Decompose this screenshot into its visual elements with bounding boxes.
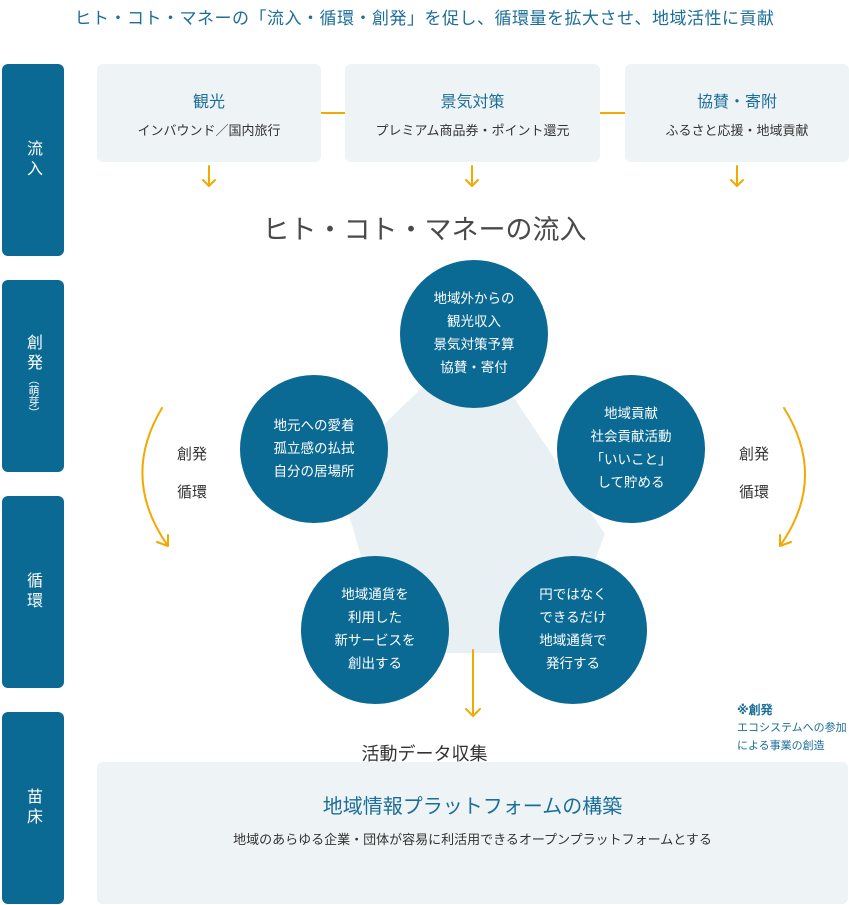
circle-text: 地域貢献 社会貢献活動 「いいこと」 して貯める (590, 406, 672, 491)
curved-arrow-right-icon (779, 407, 807, 547)
note-line-1: ※創発 (737, 703, 773, 717)
source-box-tourism: 観光 インバウンド／国内旅行 (97, 64, 321, 162)
side-tab-emergence-label: 創発（萌芽） (24, 334, 43, 418)
side-tab-circulation: 循環 (2, 496, 64, 688)
source-box-sponsorship: 協賛・寄附 ふるさと応援・地域貢献 (625, 64, 849, 162)
box-connector (600, 112, 625, 114)
source-subtitle: ふるさと応援・地域貢献 (665, 124, 809, 139)
right-cycle-label-1: 創発 (738, 445, 769, 463)
down-arrow-icon (465, 649, 481, 717)
platform-box: 地域情報プラットフォームの構築 地域のあらゆる企業・団体が容易に利活用できるオー… (97, 762, 848, 904)
source-subtitle: プレミアム商品券・ポイント還元 (375, 124, 570, 139)
side-tab-seedbed-label: 苗床 (24, 788, 43, 828)
platform-subtitle: 地域のあらゆる企業・団体が容易に利活用できるオープンプラットフォームとする (233, 833, 712, 848)
side-tab-inflow: 流入 (2, 64, 64, 256)
source-title: 協賛・寄附 (696, 92, 777, 111)
inflow-title: ヒト・コト・マネーの流入 (262, 215, 587, 246)
box-connector (321, 112, 345, 114)
left-cycle-label: 創発 循環 (172, 435, 212, 511)
side-tab-circulation-label: 循環 (24, 572, 43, 612)
circle-contribution: 地域貢献 社会貢献活動 「いいこと」 して貯める (557, 375, 705, 523)
left-cycle-label-2: 循環 (176, 483, 207, 501)
circle-local-currency-issue: 円ではなく できるだけ 地域通貨で 発行する (499, 556, 647, 704)
side-tab-emergence: 創発（萌芽） (2, 280, 64, 472)
down-arrow-icon (202, 165, 216, 187)
right-cycle-label: 創発 循環 (734, 435, 774, 511)
side-tab-inflow-label: 流入 (24, 140, 43, 180)
platform-title: 地域情報プラットフォームの構築 (322, 794, 623, 818)
source-subtitle: インバウンド／国内旅行 (137, 124, 281, 139)
circle-local-attachment: 地元への愛着 孤立感の払拭 自分の居場所 (240, 375, 388, 523)
headline: ヒト・コト・マネーの「流入・循環・創発」を促し、循環量を拡大させ、地域活性に貢献 (74, 9, 775, 29)
side-tab-emergence-sub: （萌芽） (27, 374, 40, 418)
circle-inflow-revenue: 地域外からの 観光収入 景気対策予算 協賛・寄付 (400, 260, 548, 408)
note-line-3: による事業の創造 (737, 739, 825, 752)
right-cycle-label-2: 循環 (738, 483, 769, 501)
circle-text: 地域通貨を 利用した 新サービスを 創出する (334, 587, 416, 672)
circle-text: 地域外からの 観光収入 景気対策予算 協賛・寄付 (433, 291, 515, 376)
data-collection-label: 活動データ収集 (361, 744, 488, 765)
circle-text: 円ではなく できるだけ 地域通貨で 発行する (539, 587, 607, 672)
left-cycle-label-1: 創発 (176, 445, 207, 463)
source-title: 景気対策 (440, 92, 505, 111)
side-tab-seedbed: 苗床 (2, 712, 64, 904)
curved-arrow-left-icon (141, 407, 169, 547)
circle-new-service: 地域通貨を 利用した 新サービスを 創出する (301, 556, 449, 704)
source-box-stimulus: 景気対策 プレミアム商品券・ポイント還元 (345, 64, 600, 162)
down-arrow-icon (465, 165, 479, 187)
circle-text: 地元への愛着 孤立感の払拭 自分の居場所 (273, 417, 355, 480)
down-arrow-icon (730, 165, 744, 187)
note-line-2: エコシステムへの参加 (737, 721, 847, 734)
emergence-note: ※創発 エコシステムへの参加 による事業の創造 (737, 701, 847, 755)
source-title: 観光 (192, 92, 225, 111)
